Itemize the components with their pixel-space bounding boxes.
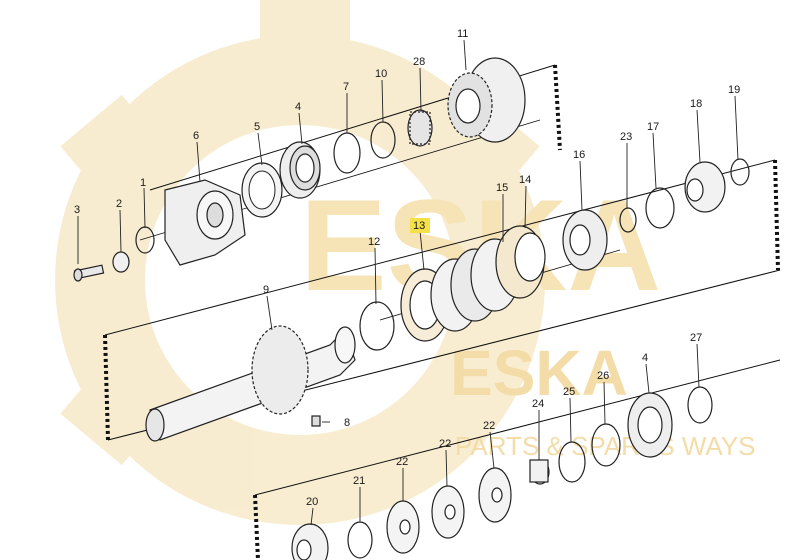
callout-4-upper: 4 xyxy=(295,101,301,113)
callout-12: 12 xyxy=(368,236,380,248)
callout-27: 27 xyxy=(690,332,702,344)
part-washer-2 xyxy=(112,251,130,273)
callout-labels: 1 2 3 4 4 5 6 7 8 9 10 11 12 13 14 15 16… xyxy=(74,28,740,508)
callout-19: 19 xyxy=(728,84,740,96)
callout-22b: 22 xyxy=(439,438,451,450)
part-bearing-4-upper xyxy=(279,141,321,199)
callout-2: 2 xyxy=(116,198,122,210)
part-snap-ring-12 xyxy=(359,301,395,351)
callout-1: 1 xyxy=(140,177,146,189)
part-bolt-3 xyxy=(73,264,105,282)
part-needle-bearing-28 xyxy=(407,109,433,147)
callout-22c: 22 xyxy=(483,420,495,432)
part-ring-27 xyxy=(687,386,713,424)
part-gear-11 xyxy=(447,57,526,143)
part-washer-22a xyxy=(386,500,420,554)
callout-13: 13 xyxy=(413,220,425,232)
callout-17: 17 xyxy=(647,121,659,133)
callout-3: 3 xyxy=(74,204,80,216)
callout-24: 24 xyxy=(532,398,544,410)
part-ring-25 xyxy=(558,441,586,483)
part-bushing-24 xyxy=(529,459,550,485)
callout-10: 10 xyxy=(375,68,387,80)
part-yoke-6 xyxy=(164,179,246,266)
callout-25: 25 xyxy=(563,386,575,398)
callout-9: 9 xyxy=(263,284,269,296)
callout-22a: 22 xyxy=(396,456,408,468)
callout-16: 16 xyxy=(573,149,585,161)
part-bearing-4-lower xyxy=(627,392,673,458)
callout-8: 8 xyxy=(344,417,350,429)
part-bearing-16 xyxy=(562,209,608,271)
callout-4-lower: 4 xyxy=(642,352,648,364)
watermark-brand-small: ESKA xyxy=(450,337,628,409)
part-ring-23 xyxy=(619,207,637,233)
part-bushing-20 xyxy=(291,523,329,560)
part-snap-ring-26 xyxy=(591,423,621,467)
callout-26: 26 xyxy=(597,370,609,382)
callout-18: 18 xyxy=(690,98,702,110)
watermark-tagline: PARTS & SPARES WAYS xyxy=(455,431,756,461)
callout-6: 6 xyxy=(193,130,199,142)
part-washer-22b xyxy=(431,485,465,539)
callout-7: 7 xyxy=(343,81,349,93)
part-pin-8 xyxy=(311,415,321,427)
callout-23: 23 xyxy=(620,131,632,143)
part-ring-19 xyxy=(730,158,750,186)
part-snap-ring-17 xyxy=(645,187,675,229)
part-disc-pack-13-15 xyxy=(400,225,546,342)
leader-lines xyxy=(77,39,739,526)
callout-5: 5 xyxy=(254,121,260,133)
part-shaft-9 xyxy=(145,325,356,442)
part-snap-ring-7 xyxy=(333,132,361,174)
callout-11: 11 xyxy=(457,28,468,40)
part-bushing-18 xyxy=(684,161,726,213)
callout-21: 21 xyxy=(353,475,365,487)
callout-20: 20 xyxy=(306,496,318,508)
part-snap-ring-21 xyxy=(347,521,373,559)
part-washer-22c xyxy=(478,467,512,523)
callout-15: 15 xyxy=(496,182,508,194)
callout-13-highlight xyxy=(410,218,430,233)
callout-14: 14 xyxy=(519,174,531,186)
callout-28: 28 xyxy=(413,56,425,68)
